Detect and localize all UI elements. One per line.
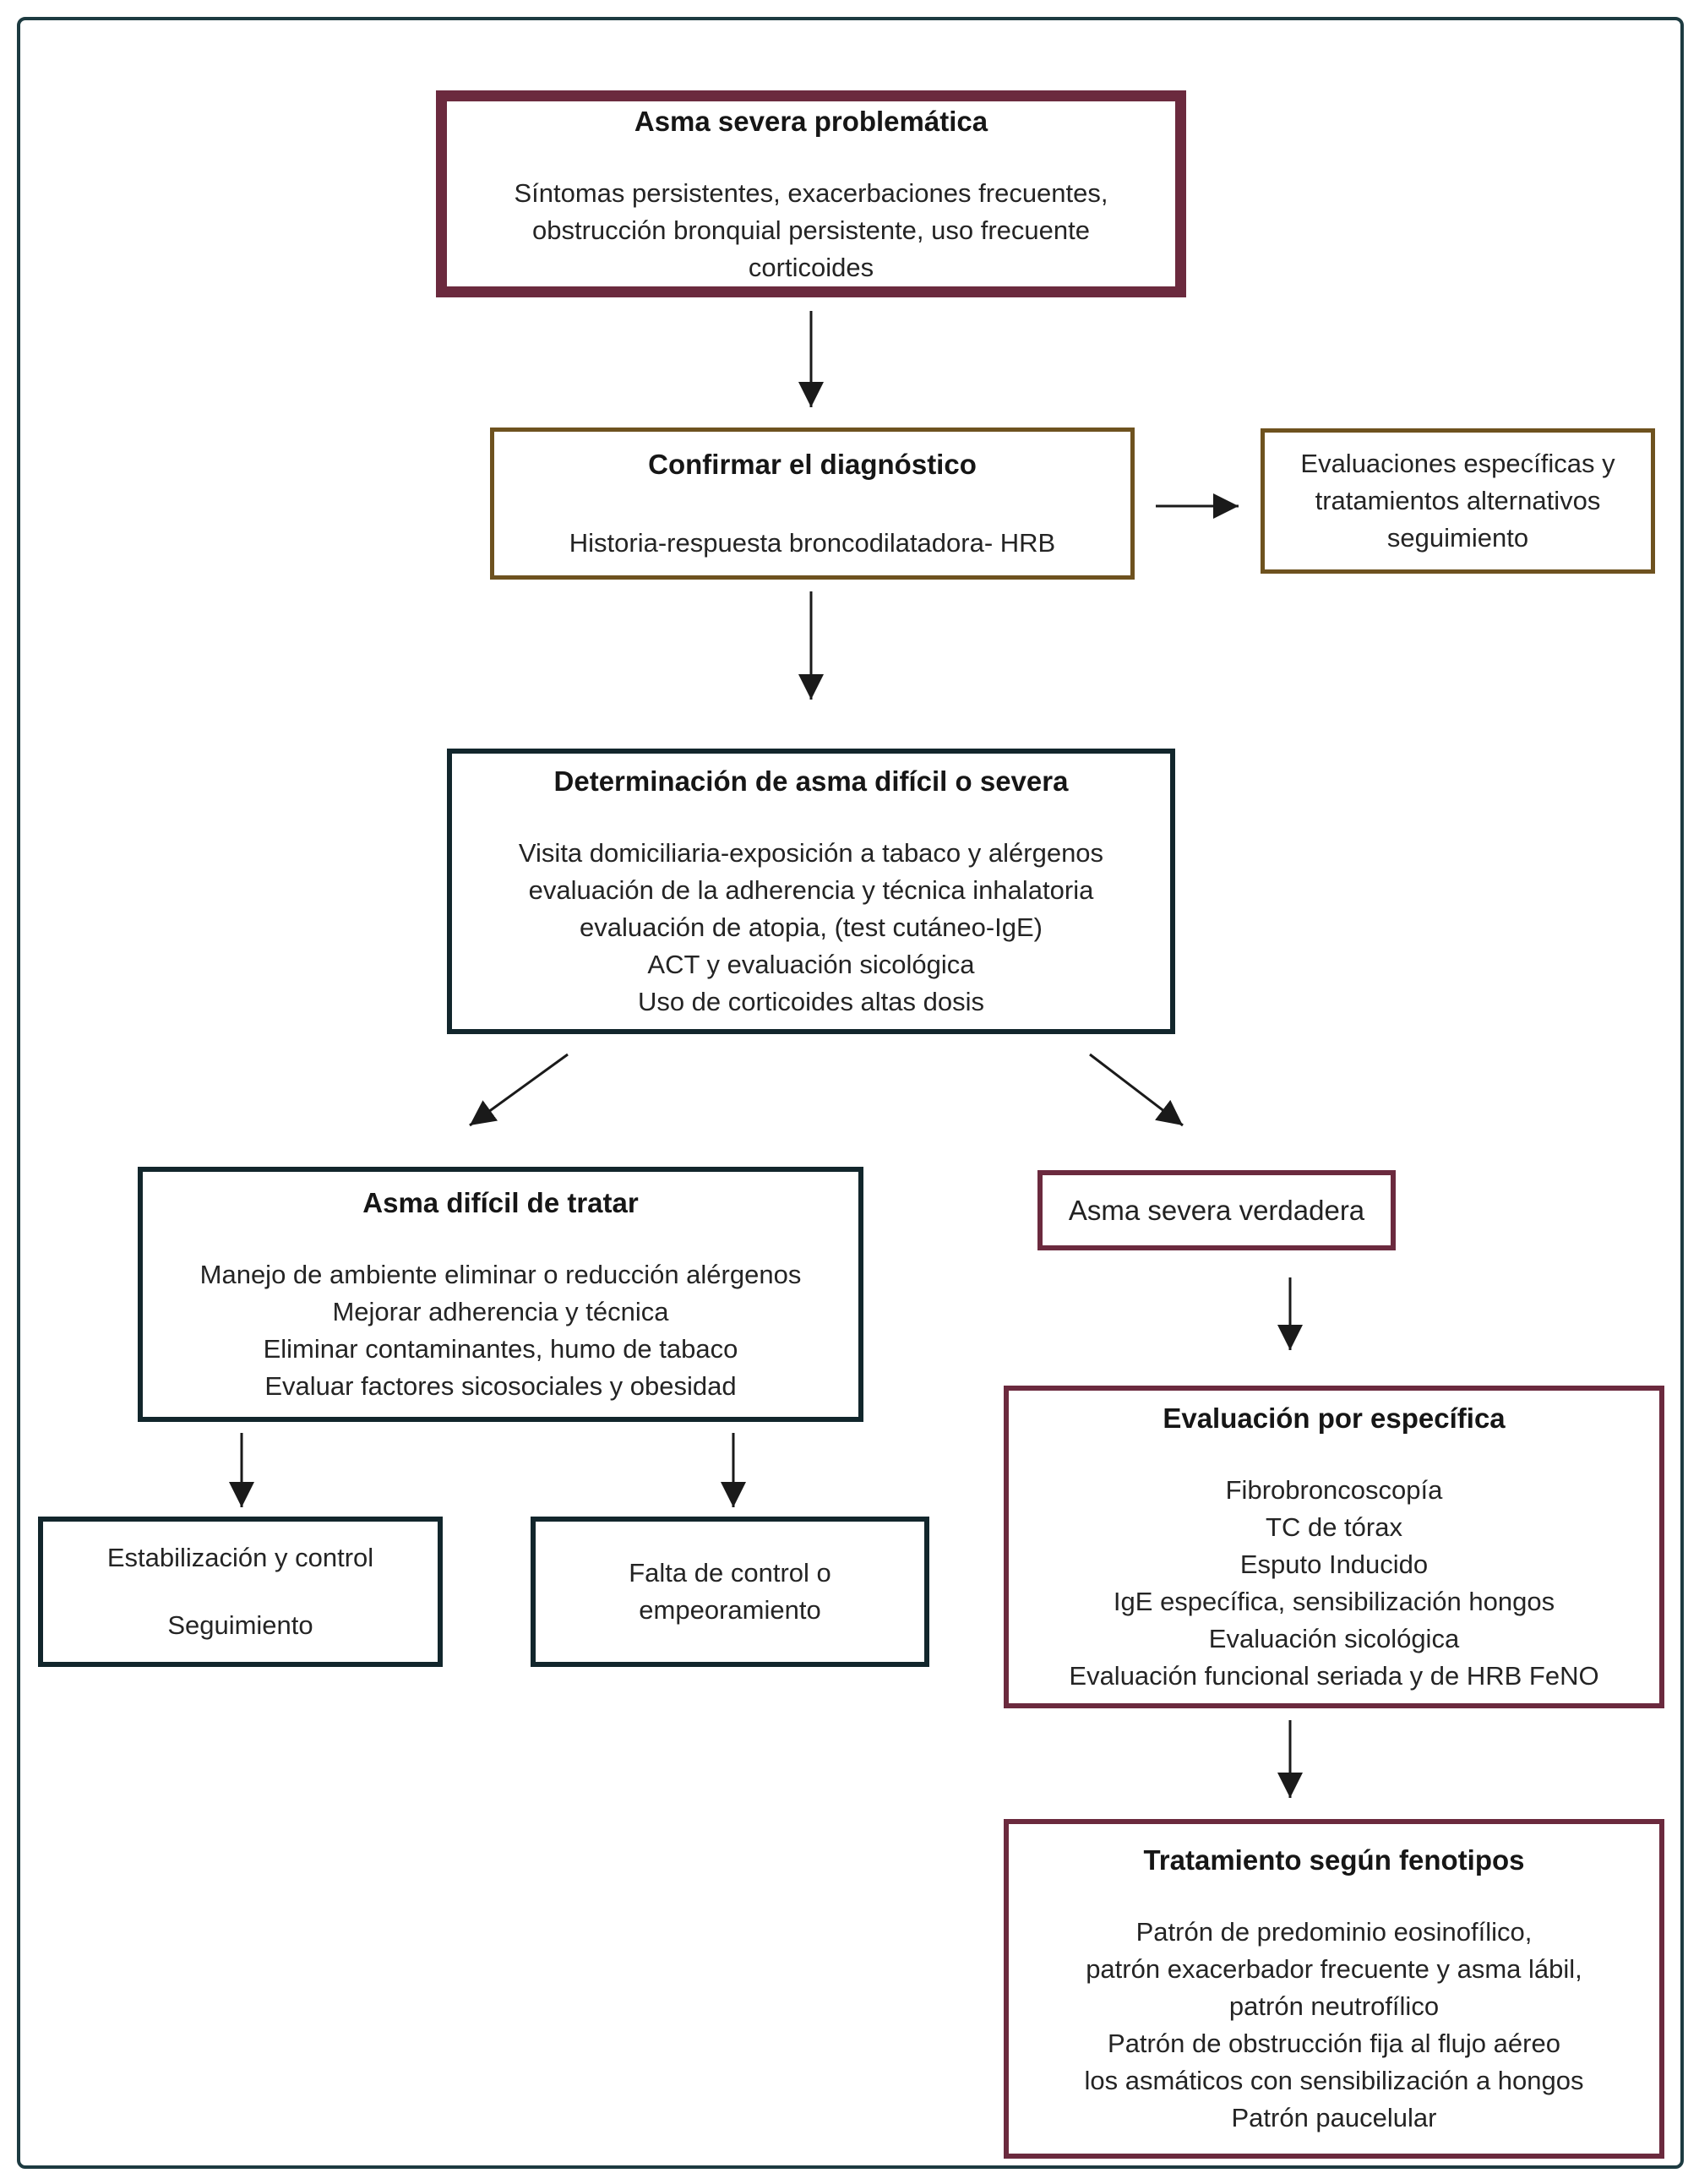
box-line: tratamientos alternativos (1315, 486, 1601, 515)
box-title: Evaluación por específica (1163, 1402, 1506, 1434)
box-body: Estabilización y control Seguimiento (107, 1539, 373, 1644)
box-falta-control: Falta de control o empeoramiento (531, 1517, 929, 1667)
box-line: Uso de corticoides altas dosis (637, 987, 985, 1016)
box-tratamiento-fenotipos: Tratamiento según fenotipos Patrón de pr… (1004, 1819, 1664, 2159)
box-line: Patrón paucelular (1231, 2103, 1437, 2132)
box-title: Asma severa problemática (634, 105, 988, 137)
box-line: patrón exacerbador frecuente y asma lábi… (1086, 1954, 1582, 1984)
box-body: Historia-respuesta broncodilatadora- HRB (569, 525, 1055, 562)
box-line: empeoramiento (639, 1595, 821, 1625)
box-line: seguimiento (1386, 523, 1529, 553)
box-line: Patrón de obstrucción fija al flujo aére… (1108, 2029, 1560, 2058)
box-body: Evaluaciones específicas y tratamientos … (1300, 445, 1615, 557)
box-line: evaluación de la adherencia y técnica in… (528, 875, 1094, 905)
box-line: IgE específica, sensibilización hongos (1113, 1587, 1555, 1616)
box-asma-severa-verdadera: Asma severa verdadera (1037, 1170, 1396, 1250)
box-line: Visita domiciliaria-exposición a tabaco … (518, 838, 1104, 868)
box-line: obstrucción bronquial persistente, uso f… (531, 215, 1090, 245)
box-title: Asma severa verdadera (1068, 1194, 1365, 1226)
box-line: Síntomas persistentes, exacerbaciones fr… (514, 177, 1108, 208)
box-body: Patrón de predominio eosinofílico, patró… (1084, 1914, 1583, 2137)
box-line: ACT y evaluación sicológica (647, 950, 975, 979)
box-evaluacion-especifica: Evaluación por específica Fibrobroncosco… (1004, 1386, 1664, 1708)
box-title: Tratamiento según fenotipos (1143, 1844, 1525, 1876)
box-line: Seguimiento (167, 1610, 313, 1640)
box-line: Manejo de ambiente eliminar o reducción … (199, 1260, 802, 1289)
box-line: patrón neutrofílico (1228, 1991, 1440, 2021)
box-body: Fibrobroncoscopía TC de tórax Esputo Ind… (1069, 1472, 1598, 1695)
box-line: Evaluaciones específicas y (1300, 449, 1615, 478)
box-line: Esputo Inducido (1239, 1549, 1429, 1579)
box-line: Patrón de predominio eosinofílico, (1135, 1917, 1533, 1947)
box-estabilizacion-control: Estabilización y control Seguimiento (38, 1517, 443, 1667)
box-line: Evaluar factores sicosociales y obesidad (264, 1371, 737, 1401)
box-line: TC de tórax (1266, 1512, 1402, 1542)
box-line: Eliminar contaminantes, humo de tabaco (263, 1334, 738, 1364)
box-asma-severa-problematica: Asma severa problemática Síntomas persis… (436, 90, 1186, 297)
box-body: Manejo de ambiente eliminar o reducción … (200, 1256, 802, 1405)
box-line: Fibrobroncoscopía (1225, 1475, 1443, 1505)
box-line: los asmáticos con sensibilización a hong… (1084, 2066, 1584, 2095)
box-title: Determinación de asma difícil o severa (553, 765, 1069, 797)
box-line: Mejorar adherencia y técnica (332, 1297, 669, 1326)
box-body: Falta de control o empeoramiento (629, 1555, 831, 1629)
box-confirmar-diagnostico: Confirmar el diagnóstico Historia-respue… (490, 428, 1135, 580)
box-asma-dificil-tratar: Asma difícil de tratar Manejo de ambient… (138, 1167, 863, 1422)
box-line: Falta de control o (629, 1558, 831, 1588)
box-evaluaciones-especificas-alternativas: Evaluaciones específicas y tratamientos … (1261, 428, 1655, 574)
box-line: Historia-respuesta broncodilatadora- HRB (569, 528, 1056, 558)
box-line: corticoides (748, 252, 874, 282)
box-body: Visita domiciliaria-exposición a tabaco … (519, 835, 1103, 1021)
box-line: evaluación de atopia, (test cutáneo-IgE) (579, 912, 1043, 942)
box-line: Evaluación sicológica (1208, 1624, 1460, 1653)
box-title: Confirmar el diagnóstico (648, 449, 977, 480)
outer-frame (17, 17, 1684, 2169)
box-determinacion-asma: Determinación de asma difícil o severa V… (447, 749, 1175, 1034)
box-line: Estabilización y control (106, 1543, 374, 1572)
box-line: Evaluación funcional seriada y de HRB Fe… (1069, 1661, 1599, 1691)
box-title: Asma difícil de tratar (362, 1187, 639, 1218)
box-body: Síntomas persistentes, exacerbaciones fr… (514, 175, 1108, 286)
